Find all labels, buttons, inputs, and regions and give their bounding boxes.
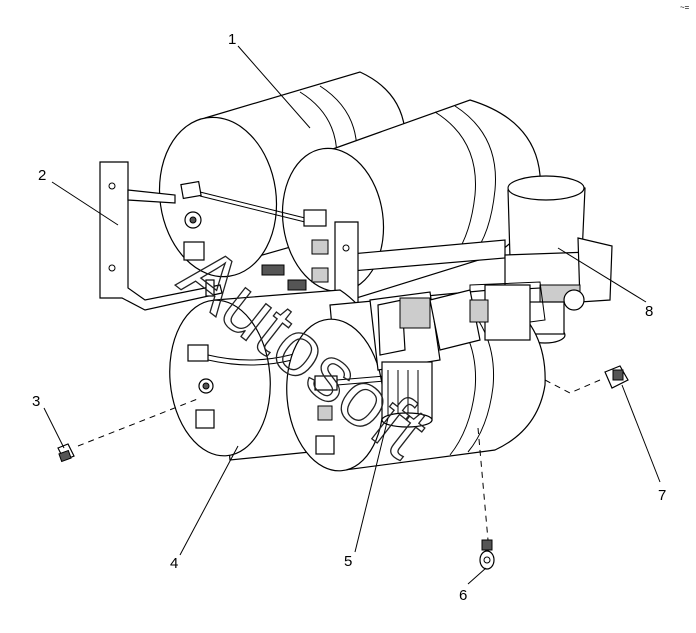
- air-dryer: [469, 175, 613, 344]
- drain-plug-3: [57, 397, 201, 463]
- mounting-bracket: [99, 161, 223, 311]
- upper-tank-fittings: [180, 180, 329, 291]
- fitting-7: [544, 365, 629, 394]
- leader-lines: [43, 45, 661, 585]
- callout-3: 3: [32, 393, 40, 410]
- callout-5: 5: [344, 553, 352, 570]
- callout-4: 4: [170, 555, 178, 572]
- drain-valve-6: [477, 427, 495, 570]
- valve-assembly: [369, 284, 531, 428]
- callout-1: 1: [228, 31, 236, 48]
- callout-2: 2: [38, 167, 46, 184]
- callout-8: 8: [645, 303, 653, 320]
- callout-7: 7: [658, 487, 666, 504]
- corner-mark: ~=: [680, 3, 690, 12]
- callout-labels: 1 2 3 4 5 6 7 8: [32, 31, 666, 604]
- callout-6: 6: [459, 587, 467, 604]
